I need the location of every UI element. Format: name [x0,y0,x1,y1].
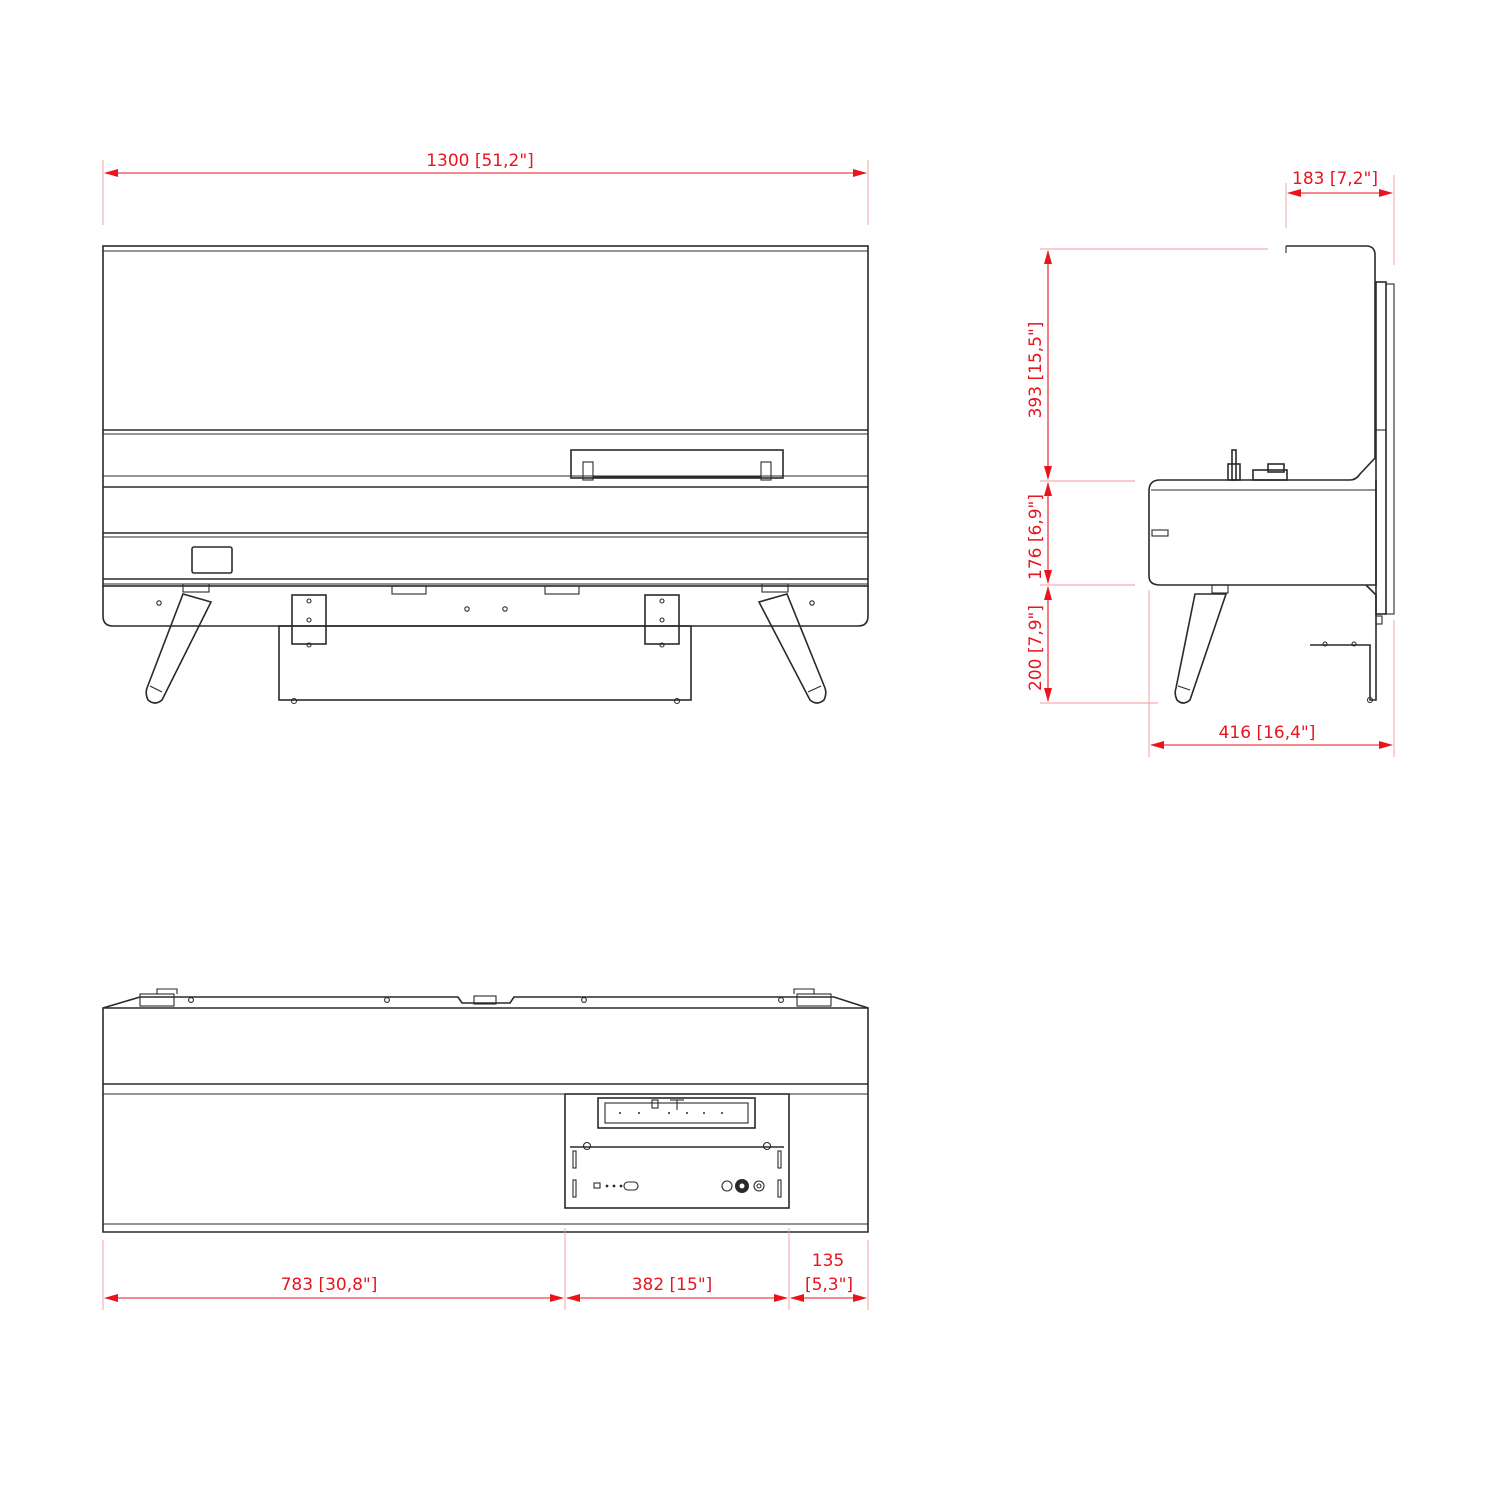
top-right-offset-value: 135 [812,1251,844,1271]
side-depth-label: 416 [16,4"] [1219,723,1316,743]
front-body [102,245,869,587]
top-view: 783 [30,8"] 382 [15"] 135 [5,3"] [102,988,869,1310]
side-body [1148,245,1395,704]
side-top-depth-dimension: 183 [7,2"] [1285,169,1395,265]
top-body [102,988,869,1233]
front-view: 1300 [51,2"] [102,151,869,705]
side-leg-height-label: 200 [7,9"] [1026,605,1046,691]
side-height-dimensions: 393 [15,5"] 176 [6,9"] 200 [7,9"] [1026,248,1268,704]
control-panel-icon [191,546,233,574]
side-depth-dimension: 416 [16,4"] [1148,590,1395,757]
wall-bracket [278,594,692,705]
side-mid-height-label: 176 [6,9"] [1026,494,1046,580]
front-right-leg [757,583,827,704]
front-left-leg [145,583,213,704]
side-view: 183 [7,2"] 393 [15,5"] 176 [6,9"] 200 [7… [1026,169,1395,757]
top-left-offset-label: 783 [30,8"] [281,1275,378,1295]
front-width-dimension: 1300 [51,2"] [102,151,869,225]
top-panel-width-label: 382 [15"] [632,1275,713,1295]
top-control-panel [564,1093,790,1209]
top-right-offset-imperial: [5,3"] [805,1275,853,1295]
side-top-depth-label: 183 [7,2"] [1292,169,1378,189]
front-base [102,585,869,627]
burner-slot [570,449,784,481]
front-width-label: 1300 [51,2"] [426,151,534,171]
side-upper-height-label: 393 [15,5"] [1026,322,1046,419]
top-dimensions: 783 [30,8"] 382 [15"] 135 [5,3"] [102,1228,869,1310]
